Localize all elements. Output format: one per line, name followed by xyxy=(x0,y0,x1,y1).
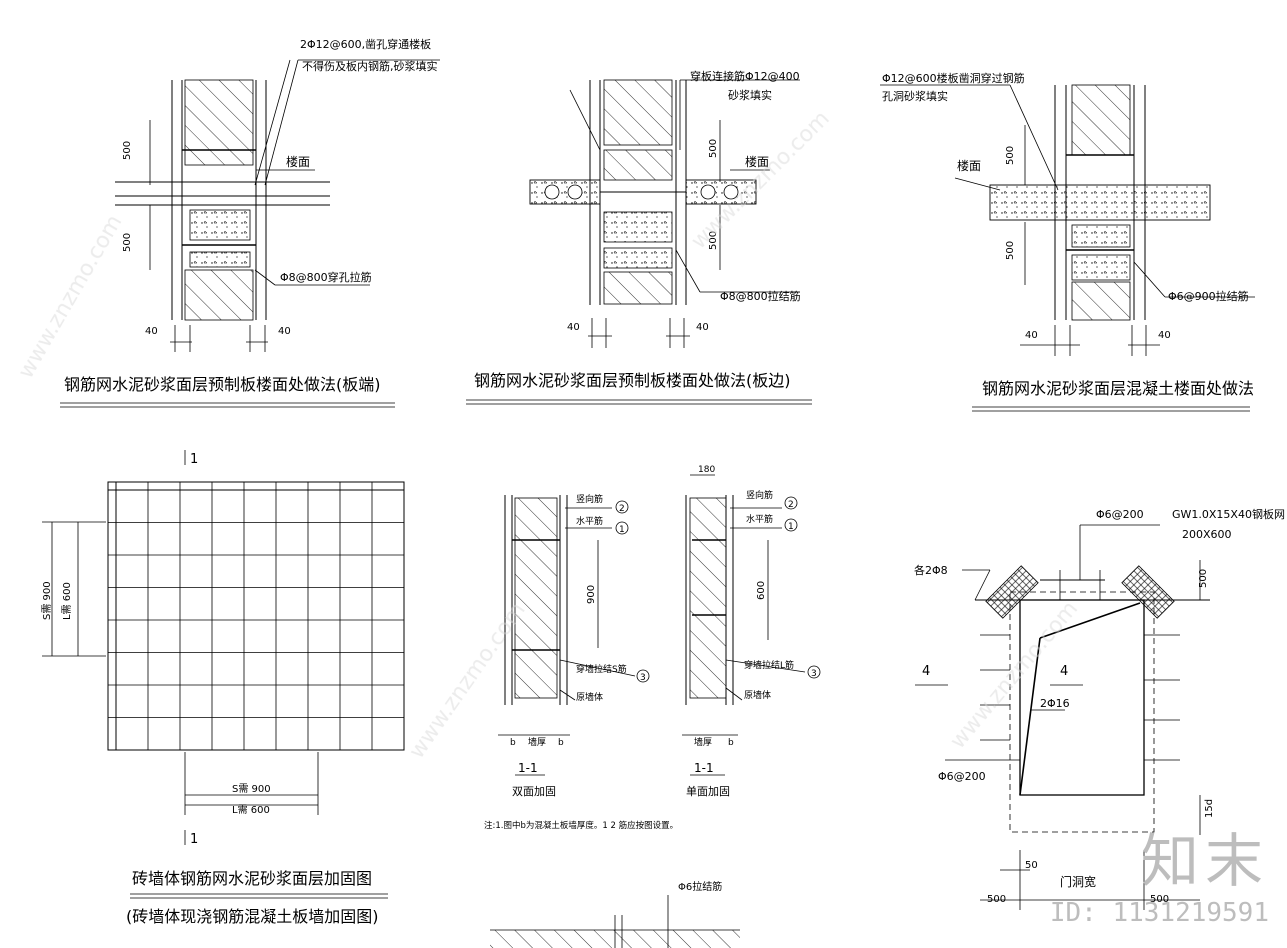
d2-dim-right: 40 xyxy=(696,322,709,333)
sec-n3-right: 3 xyxy=(811,669,817,679)
sec-dim-right: 600 xyxy=(756,581,767,600)
door-opening-detail: Φ6@200 GW1.0X15X40钢板网 200X600 各2Φ8 500 4… xyxy=(914,507,1285,910)
door-rebar: 2Φ16 xyxy=(1040,697,1070,710)
sec-b2: b xyxy=(558,738,564,748)
detail-floor-slab-edge: 穿板连接筋Φ12@400 砂浆填实 楼面 500 500 Φ8@800拉结筋 4… xyxy=(466,69,812,405)
door-mesh: GW1.0X15X40钢板网 xyxy=(1172,507,1285,521)
d3-note-top: Φ12@600楼板凿洞穿过钢筋 xyxy=(882,71,1025,85)
sec-vert-bar-left: 竖向筋 xyxy=(576,493,603,505)
sec-n3-left: 3 xyxy=(640,673,646,683)
door-dim-500b: 500 xyxy=(987,894,1006,905)
d3-dim-right: 40 xyxy=(1158,330,1171,341)
sec-b1: b xyxy=(510,738,516,748)
d1-title: 钢筋网水泥砂浆面层预制板楼面处做法(板端) xyxy=(64,375,381,394)
sec-left-caption: 双面加固 xyxy=(512,785,556,798)
d3-bar-note: Φ6@900拉结筋 xyxy=(1168,289,1249,303)
sec-wall-right: 墙厚 xyxy=(694,736,712,748)
sec-horiz-bar-right: 水平筋 xyxy=(746,513,773,525)
d1-bar-note: Φ8@800穿孔拉筋 xyxy=(280,270,372,284)
door-label4-left: 4 xyxy=(922,664,930,679)
sec-brick-right: 原墙体 xyxy=(744,689,771,701)
sec-n2-left: 2 xyxy=(619,504,625,514)
sec-n1-left: 1 xyxy=(619,525,625,535)
grid-title: 砖墙体钢筋网水泥砂浆面层加固图 xyxy=(132,869,372,888)
svg-text:www.znzmo.com: www.znzmo.com xyxy=(14,211,128,383)
reinforcement-grid-plan: 1 1 S需 900 L需 600 S需 900 L需 600 砖墙体钢筋网水泥… xyxy=(41,450,405,926)
d2-floor-label: 楼面 xyxy=(745,154,769,169)
door-phi-top: Φ6@200 xyxy=(1096,508,1144,521)
grid-section-mark-bottom: 1 xyxy=(190,832,198,847)
door-dim-500: 500 xyxy=(1198,569,1209,588)
sec-top-dim: 180 xyxy=(698,465,715,475)
d2-note-top: 穿板连接筋Φ12@400 xyxy=(690,69,800,83)
grid-subtitle: (砖墙体现浇钢筋混凝土板墙加固图) xyxy=(126,907,379,926)
door-dim-500c: 500 xyxy=(1150,894,1169,905)
d1-dim-right: 40 xyxy=(278,326,291,337)
d2-bar-note: Φ8@800拉结筋 xyxy=(720,289,801,303)
d3-dim-left: 40 xyxy=(1025,330,1038,341)
grid-dim-l-v: L需 600 xyxy=(61,582,73,620)
sec-n1-right: 1 xyxy=(788,522,794,532)
sec-right-caption: 单面加固 xyxy=(686,785,730,798)
door-dim-15d: 15d xyxy=(1204,799,1215,818)
grid-dim-s-v: S需 900 xyxy=(41,581,53,620)
grid-dim-l: L需 600 xyxy=(232,804,270,816)
detail-concrete-floor: Φ12@600楼板凿洞穿过钢筋 孔洞砂浆填实 楼面 500 500 Φ6@900… xyxy=(880,71,1255,412)
sec-horiz-bar-left: 水平筋 xyxy=(576,515,603,527)
d2-note-top2: 砂浆填实 xyxy=(728,88,772,102)
d1-dim-lower: 500 xyxy=(122,233,133,252)
d2-dim-upper: 500 xyxy=(708,139,719,158)
sec-through-bar-right: 穿墙拉结L筋 xyxy=(744,659,794,671)
wall-sections: 2 1 3 2 1 3 竖向筋 水平筋 穿墙拉结S筋 原墙体 竖向筋 水平筋 穿… xyxy=(484,465,821,948)
door-dim-50: 50 xyxy=(1025,860,1038,871)
d1-note-top2: 不得伤及板内钢筋,砂浆填实 xyxy=(302,59,438,73)
d3-note-top2: 孔洞砂浆填实 xyxy=(882,89,948,103)
d1-dim-upper: 500 xyxy=(122,141,133,160)
d1-note-top: 2Φ12@600,凿孔穿通楼板 xyxy=(300,37,431,51)
brand-watermark: 知末 ID: 1131219591 xyxy=(1050,814,1269,928)
d2-dim-left: 40 xyxy=(567,322,580,333)
grid-lines xyxy=(108,482,404,750)
d2-dim-lower: 500 xyxy=(708,231,719,250)
sec-b3: b xyxy=(728,738,734,748)
sec-dim-left: 900 xyxy=(586,585,597,604)
sec-left-label: 1-1 xyxy=(518,761,538,775)
door-mesh-size: 200X600 xyxy=(1182,528,1232,541)
brand-logo: 知末 xyxy=(1140,827,1269,895)
grid-section-mark-top: 1 xyxy=(190,452,198,467)
sec-wall-left: 墙厚 xyxy=(528,736,546,748)
door-bars: 各2Φ8 xyxy=(914,563,948,577)
d3-floor-label: 楼面 xyxy=(957,158,981,173)
sec-brick-left: 原墙体 xyxy=(576,691,603,703)
d2-title: 钢筋网水泥砂浆面层预制板楼面处做法(板边) xyxy=(474,371,791,390)
d3-dim-upper: 500 xyxy=(1005,146,1016,165)
sec-note: 注:1.图中b为混凝土板墙厚度。1 2 筋应按图设置。 xyxy=(484,820,678,831)
d1-floor-label: 楼面 xyxy=(286,154,310,169)
detail-floor-slab-end: 2Φ12@600,凿孔穿通楼板 不得伤及板内钢筋,砂浆填实 楼面 500 500… xyxy=(60,37,440,408)
brand-id: ID: 1131219591 xyxy=(1049,898,1269,928)
sec-vert-bar-right: 竖向筋 xyxy=(746,489,773,501)
door-opening-label: 门洞宽 xyxy=(1060,874,1096,889)
d1-dim-left: 40 xyxy=(145,326,158,337)
door-label4-right: 4 xyxy=(1060,664,1068,679)
sec-through-bar-left: 穿墙拉结S筋 xyxy=(576,663,627,675)
sec-tie: Φ6拉结筋 xyxy=(678,880,722,893)
d3-dim-lower: 500 xyxy=(1005,241,1016,260)
grid-dim-s: S需 900 xyxy=(232,783,271,795)
sec-n2-right: 2 xyxy=(788,500,794,510)
d3-title: 钢筋网水泥砂浆面层混凝土楼面处做法 xyxy=(982,379,1254,398)
sec-right-label: 1-1 xyxy=(694,761,714,775)
door-phi-side: Φ6@200 xyxy=(938,770,986,783)
